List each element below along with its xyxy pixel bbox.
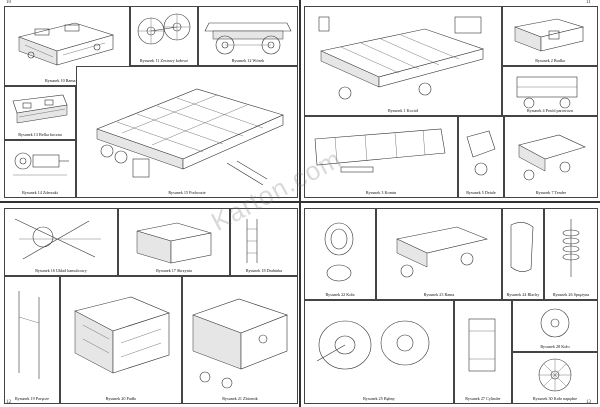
page-number-tl: 10 bbox=[6, 0, 11, 5]
panel-bl-box: Rysunek 20 Pudło bbox=[60, 276, 182, 404]
panel-tr-boiler: Rysunek 1 Kocioł bbox=[304, 6, 502, 116]
detail-drawing bbox=[466, 130, 496, 176]
page-number-bl: 12 bbox=[6, 400, 11, 405]
caption-bl-left: Rysunek 19 Poręcze bbox=[14, 396, 50, 401]
panel-br-drums: Rysunek 25 Bębny bbox=[304, 300, 454, 404]
caption-bl-parts: Rysunek 16 Układ hamulcowy bbox=[35, 268, 87, 273]
panel-br-spring: Rysunek 26 Sprężyna bbox=[544, 208, 598, 300]
panel-tl-wheels: Rysunek 11 Zestawy kołowe bbox=[130, 6, 198, 66]
caption-tl-bogie: Rysunek 12 Wózek bbox=[231, 58, 265, 63]
caption-tl-side: Rysunek 13 Belka boczna bbox=[18, 132, 62, 137]
panel-tr-tender: Rysunek 7 Tender bbox=[504, 116, 598, 198]
caption-tr-tender: Rysunek 7 Tender bbox=[535, 190, 567, 195]
panel-tl-bogie: Rysunek 12 Wózek bbox=[198, 6, 298, 66]
panel-bl-left: Rysunek 19 Poręcze bbox=[4, 276, 60, 404]
caption-br-frame: Rysunek 23 Rama bbox=[423, 292, 455, 297]
tank-drawing bbox=[192, 298, 288, 389]
caption-br-cyl: Rysunek 27 Cylinder bbox=[465, 396, 501, 401]
frame-drawing bbox=[17, 22, 115, 66]
panel-bl-parts: Rysunek 16 Układ hamulcowy bbox=[4, 208, 118, 276]
panel-tl-coupler: Rysunek 14 Zderzaki bbox=[4, 140, 76, 198]
caption-br-plates: Rysunek 24 Blachy bbox=[506, 292, 540, 297]
panel-br-disc: Rysunek 28 Koło bbox=[512, 300, 598, 352]
page-number-br: 13 bbox=[586, 400, 591, 405]
spoked-wheel-drawing bbox=[538, 358, 572, 392]
panel-tl-main: Rysunek 15 Podwozie bbox=[76, 66, 298, 198]
bogie-drawing bbox=[204, 22, 292, 55]
caption-tl-frame: Rysunek 10 Rama i wózki bbox=[44, 78, 90, 83]
chassis-drawing bbox=[96, 88, 284, 186]
caption-bl-box: Rysunek 20 Pudło bbox=[105, 396, 137, 401]
caption-tl-coupler: Rysunek 14 Zderzaki bbox=[22, 190, 58, 195]
panel-tl-frame: Rysunek 10 Rama i wózki bbox=[4, 6, 130, 86]
caption-bl-ladder: Rysunek 18 Drabinka bbox=[245, 268, 283, 273]
ladder-drawing bbox=[246, 219, 258, 263]
cab-drawing bbox=[513, 18, 585, 52]
rails-drawing bbox=[18, 291, 40, 379]
side-beam-drawing bbox=[12, 94, 68, 124]
caption-bl-bunker: Rysunek 17 Skrzynia bbox=[156, 268, 192, 273]
caption-br-rings: Rysunek 22 Koła bbox=[325, 292, 355, 297]
caption-tr-detail: Rysunek 5 Detale bbox=[466, 190, 496, 195]
panel-bl-ladder: Rysunek 18 Drabinka bbox=[230, 208, 298, 276]
caption-tl-main: Rysunek 15 Podwozie bbox=[168, 190, 206, 195]
panel-tr-front: Rysunek 4 Przód parowozu bbox=[502, 66, 598, 116]
panel-tr-detail: Rysunek 5 Detale bbox=[458, 116, 504, 198]
drums-drawing bbox=[316, 320, 430, 370]
panel-br-wheel: Rysunek 30 Koło napędne bbox=[512, 352, 598, 404]
caption-bl-tank: Rysunek 21 Zbiornik bbox=[222, 396, 258, 401]
front-drawing bbox=[516, 76, 578, 109]
wheels-drawing bbox=[137, 13, 191, 45]
caption-tr-boiler: Rysunek 1 Kocioł bbox=[387, 108, 419, 113]
panel-tr-cab: Rysunek 2 Budka bbox=[502, 6, 598, 66]
panel-br-plates: Rysunek 24 Blachy bbox=[502, 208, 544, 300]
panel-br-rings: Rysunek 22 Koła bbox=[304, 208, 376, 300]
panel-br-frame: Rysunek 23 Rama bbox=[376, 208, 502, 300]
caption-br-disc: Rysunek 28 Koło bbox=[540, 344, 570, 349]
panel-bl-bunker: Rysunek 17 Skrzynia bbox=[118, 208, 230, 276]
page-divider-vertical bbox=[299, 0, 301, 407]
boiler-drawing bbox=[318, 16, 485, 100]
box-drawing bbox=[74, 296, 170, 374]
coupler-drawing bbox=[13, 152, 69, 176]
panel-tl-side: Rysunek 13 Belka boczna bbox=[4, 86, 76, 140]
brake-drawing bbox=[14, 218, 101, 260]
bunker-drawing bbox=[136, 222, 212, 264]
plates-drawing bbox=[510, 222, 534, 272]
tender-drawing bbox=[518, 134, 586, 181]
caption-br-drums: Rysunek 25 Bębny bbox=[363, 396, 395, 401]
spring-drawing bbox=[562, 219, 580, 277]
caption-br-spring: Rysunek 26 Sprężyna bbox=[552, 292, 590, 297]
bogie-frame-drawing bbox=[396, 226, 488, 278]
panel-tr-chimney: Rysunek 3 Komin bbox=[304, 116, 458, 198]
caption-tr-chimney: Rysunek 3 Komin bbox=[365, 190, 397, 195]
caption-tr-front: Rysunek 4 Przód parowozu bbox=[526, 108, 573, 113]
caption-tl-wheels: Rysunek 11 Zestawy kołowe bbox=[139, 58, 189, 63]
panel-bl-tank: Rysunek 21 Zbiornik bbox=[182, 276, 298, 404]
page-number-tr: 11 bbox=[586, 0, 591, 5]
chimney-drawing bbox=[314, 128, 446, 173]
rings-drawing bbox=[324, 222, 354, 282]
panel-br-cyl: Rysunek 27 Cylinder bbox=[454, 300, 512, 404]
disc-drawing bbox=[540, 308, 570, 338]
page-divider-horizontal bbox=[0, 201, 600, 203]
caption-br-wheel: Rysunek 30 Koło napędne bbox=[532, 396, 578, 401]
caption-tr-cab: Rysunek 2 Budka bbox=[535, 58, 565, 63]
cylinder-drawing bbox=[468, 318, 496, 372]
